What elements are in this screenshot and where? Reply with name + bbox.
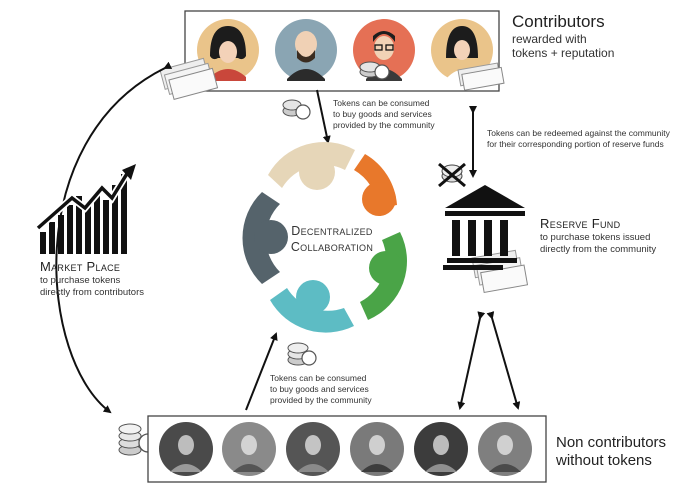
bottom-note-line-3: provided by the community xyxy=(270,395,372,405)
non-contributor-avatar-6 xyxy=(478,422,532,476)
redeem-note: Tokens can be redeemed against the commu… xyxy=(487,128,677,150)
arrow-reserve-to-noncontributor xyxy=(486,311,521,410)
collaboration-ring xyxy=(242,141,407,333)
non-contributor-avatar-5 xyxy=(414,422,468,476)
non-contributor-avatar-4 xyxy=(350,422,404,476)
contributors-label: Contributors rewarded with tokens + repu… xyxy=(512,12,614,60)
money-bills-icon xyxy=(159,57,219,100)
market-place-line-2: directly from contributors xyxy=(40,287,145,298)
contributors-title: Contributors xyxy=(512,12,605,31)
arrow-market-loop xyxy=(55,61,173,414)
collaboration-line-2: Collaboration xyxy=(290,240,374,254)
no-tokens-icon xyxy=(438,162,466,188)
arrow-noncontributors-to-collaboration xyxy=(245,332,278,411)
market-chart-icon xyxy=(35,164,136,254)
token-coins-icon xyxy=(359,61,390,80)
bottom-note-line-2: to buy goods and services xyxy=(270,384,369,394)
bottom-consume-note: Tokens can be consumed to buy goods and … xyxy=(270,373,400,406)
top-consume-note: Tokens can be consumed to buy goods and … xyxy=(333,98,463,131)
money-bills-icon xyxy=(457,62,505,91)
reserve-fund-title: Reserve Fund xyxy=(540,216,621,231)
non-contributor-avatar-3 xyxy=(286,422,340,476)
money-bills-icon xyxy=(471,249,529,293)
non-contributors-label: Non contributors without tokens xyxy=(556,434,680,470)
non-contributors-line-2: without tokens xyxy=(556,452,652,469)
contributor-avatar-1 xyxy=(197,19,259,81)
non-contributor-avatar-1 xyxy=(159,422,213,476)
collaboration-label: Decentralized Collaboration xyxy=(286,223,378,255)
redeem-note-line-1: Tokens can be redeemed against the commu… xyxy=(487,128,670,138)
market-place-label: Market Place to purchase tokens directly… xyxy=(40,259,180,299)
contributors-subtitle-1: rewarded with xyxy=(512,32,587,46)
non-contributors-line-1: Non contributors xyxy=(556,434,667,451)
top-note-line-3: provided by the community xyxy=(333,120,435,130)
redeem-note-line-2: for their corresponding portion of reser… xyxy=(487,139,664,149)
contributor-avatar-2 xyxy=(275,19,337,81)
arrow-contributors-to-collaboration xyxy=(316,89,331,144)
contributors-subtitle-2: tokens + reputation xyxy=(512,46,615,60)
token-coins-icon xyxy=(282,99,311,120)
reserve-fund-line-1: to purchase tokens issued xyxy=(540,232,651,243)
market-place-title: Market Place xyxy=(40,259,121,274)
collaboration-line-1: Decentralized xyxy=(291,224,373,238)
reserve-fund-label: Reserve Fund to purchase tokens issued d… xyxy=(540,216,680,256)
top-note-line-1: Tokens can be consumed xyxy=(333,98,430,108)
arrow-reserve-to-noncontributor xyxy=(457,311,486,410)
non-contributor-avatar-2 xyxy=(222,422,276,476)
top-note-line-2: to buy goods and services xyxy=(333,109,432,119)
bank-icon xyxy=(443,185,525,270)
market-place-line-1: to purchase tokens xyxy=(40,275,121,286)
bottom-note-line-1: Tokens can be consumed xyxy=(270,373,367,383)
token-coins-icon xyxy=(118,423,158,456)
token-coins-icon xyxy=(287,342,317,366)
reserve-fund-line-2: directly from the community xyxy=(540,244,657,255)
